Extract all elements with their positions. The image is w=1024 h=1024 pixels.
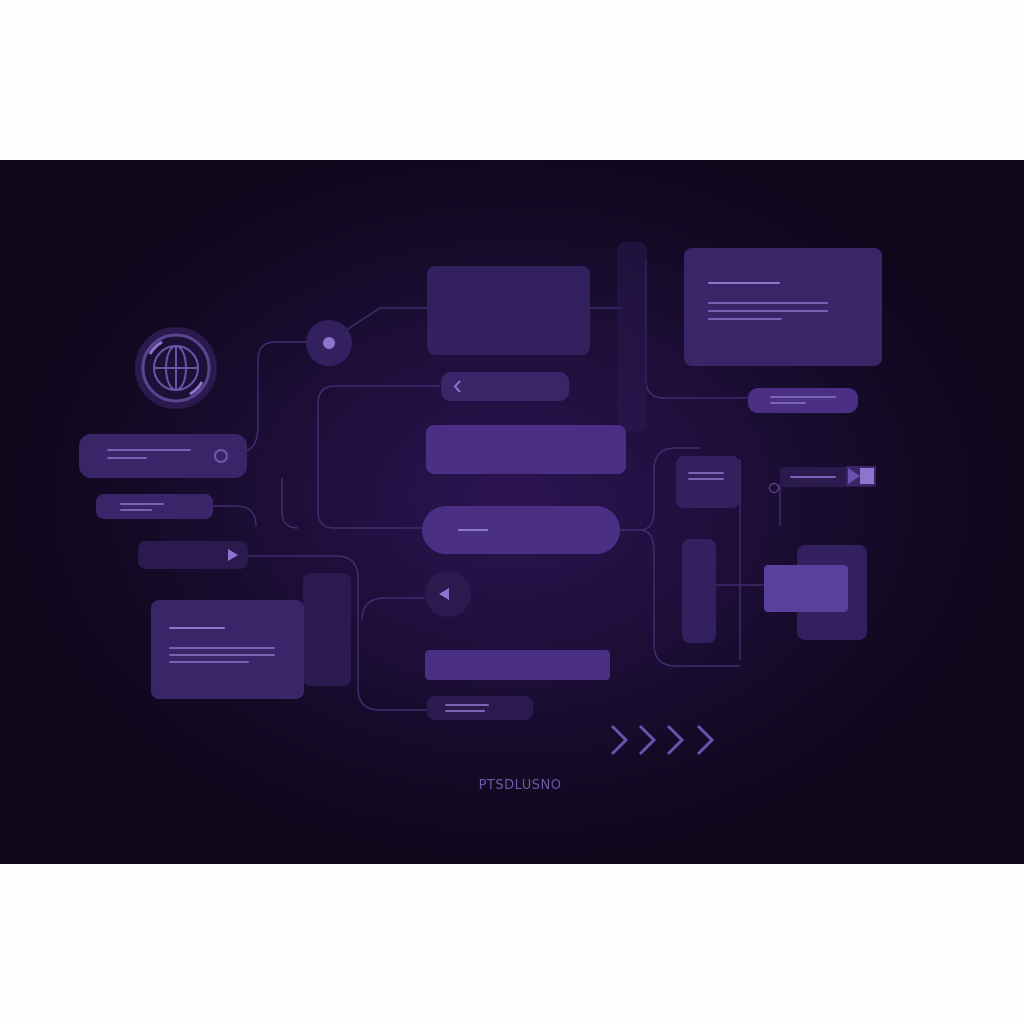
text-line: [107, 457, 147, 459]
text-line: [708, 302, 828, 304]
text-line: [708, 282, 780, 284]
text-line: [708, 310, 828, 312]
text-line: [445, 710, 485, 712]
circle-icon[interactable]: [769, 483, 779, 493]
front-square[interactable]: [764, 565, 848, 612]
circle-icon[interactable]: [214, 449, 228, 463]
bottom-pill[interactable]: [427, 696, 533, 720]
text-line: [445, 704, 489, 706]
chevron-left-icon: [453, 380, 461, 393]
text-line: [458, 529, 488, 531]
play-pill[interactable]: [138, 541, 248, 569]
back-pill[interactable]: [441, 372, 569, 401]
brand-text: PTSDLUSNO: [478, 778, 562, 793]
node-dot-icon[interactable]: [305, 319, 353, 367]
main-center-pill[interactable]: [422, 506, 620, 554]
top-right-card[interactable]: [684, 248, 882, 366]
left-input-pill[interactable]: [79, 434, 247, 478]
text-line: [169, 654, 275, 656]
text-line: [169, 647, 275, 649]
small-left-pill[interactable]: [96, 494, 213, 519]
lower-center-bar[interactable]: [425, 650, 610, 680]
text-line: [708, 318, 782, 320]
text-line: [688, 472, 724, 474]
left-vertical-slab: [303, 573, 351, 686]
text-line: [120, 503, 164, 505]
center-bar[interactable]: [426, 425, 626, 474]
vertical-strip: [617, 242, 647, 432]
text-line: [790, 476, 836, 478]
text-line: [770, 402, 806, 404]
left-lower-card[interactable]: [151, 600, 304, 699]
diagram-canvas: PTSDLUSNO: [0, 160, 1024, 864]
right-tall-panel[interactable]: [676, 456, 740, 508]
text-line: [169, 627, 225, 629]
flag-icon[interactable]: [846, 466, 876, 486]
right-info-pill[interactable]: [748, 388, 858, 413]
text-line: [770, 396, 836, 398]
globe-icon[interactable]: [134, 326, 218, 410]
text-line: [169, 661, 249, 663]
text-line: [107, 449, 191, 451]
text-line: [688, 478, 724, 480]
chevron-right-icon: [610, 724, 715, 756]
play-icon: [228, 549, 238, 561]
top-center-panel[interactable]: [427, 266, 590, 355]
right-column-slab[interactable]: [682, 539, 716, 643]
play-reverse-icon: [439, 588, 449, 600]
back-circle-button[interactable]: [425, 571, 471, 617]
text-line: [120, 509, 152, 511]
